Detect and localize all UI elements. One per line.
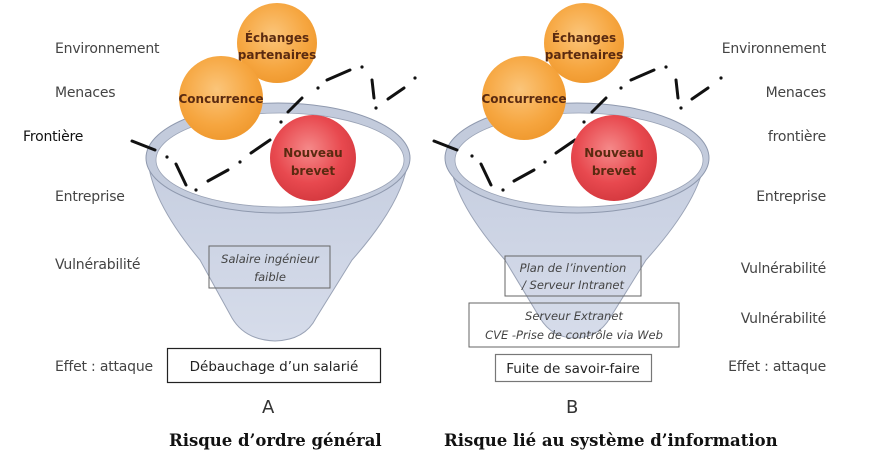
- label-menaces-b: Menaces: [765, 85, 827, 101]
- effect-box-a: Débauchage d’un salarié: [166, 347, 382, 384]
- circle-concurrence-b: Concurrence: [481, 56, 567, 140]
- circle-nouveau-brevet-a: Nouveau brevet: [270, 115, 356, 201]
- circle-concurrence-a-label: Concurrence: [178, 92, 263, 106]
- vulnerability-box-a-line1: Salaire ingénieur: [221, 252, 320, 266]
- circle-echanges-a-line1: Échanges: [245, 30, 309, 45]
- effect-box-b-text: Fuite de savoir-faire: [506, 361, 640, 377]
- label-entreprise-b: Entreprise: [756, 189, 826, 205]
- circle-brevet-a-line2: brevet: [291, 164, 336, 178]
- circle-echanges-b-line2: partenaires: [545, 48, 623, 62]
- circle-brevet-a-line1: Nouveau: [283, 146, 342, 160]
- circle-concurrence-a: Concurrence: [178, 56, 264, 140]
- circle-echanges-b: Échanges partenaires: [544, 3, 624, 83]
- circle-brevet-b-line2: brevet: [592, 164, 637, 178]
- boundary-line-b: [432, 65, 723, 192]
- vulnerability-box-b2-line2: CVE -Prise de contrôle via Web: [485, 328, 663, 342]
- vulnerability-box-b1: Plan de l’invention / Serveur Intranet: [504, 255, 642, 297]
- caption-a: Risque d’ordre général: [169, 431, 382, 450]
- circle-echanges-a: Échanges partenaires: [237, 3, 317, 83]
- caption-b: Risque lié au système d’information: [444, 431, 778, 450]
- label-vulnerabilite-b2: Vulnérabilité: [740, 311, 826, 327]
- vulnerability-box-b1-line1: Plan de l’invention: [520, 261, 627, 275]
- panel-letter-b: B: [566, 397, 579, 418]
- vulnerability-box-b2: Serveur Extranet CVE -Prise de contrôle …: [468, 302, 680, 348]
- label-vulnerabilite-a: Vulnérabilité: [55, 257, 141, 273]
- circle-echanges-a-line2: partenaires: [238, 48, 316, 62]
- label-vulnerabilite-b1: Vulnérabilité: [740, 261, 826, 277]
- effect-box-a-text: Débauchage d’un salarié: [190, 359, 359, 375]
- label-environnement-a: Environnement: [55, 41, 160, 57]
- label-effet-b: Effet : attaque: [728, 359, 826, 375]
- label-effet-a: Effet : attaque: [55, 359, 153, 375]
- vulnerability-box-b1-line2: / Serveur Intranet: [521, 278, 625, 292]
- boundary-line-a: [130, 65, 417, 192]
- panel-letter-a: A: [262, 397, 275, 418]
- label-environnement-b: Environnement: [721, 41, 826, 57]
- label-frontiere-a: Frontière: [23, 129, 84, 145]
- vulnerability-box-b2-line1: Serveur Extranet: [525, 309, 623, 323]
- effect-box-b: Fuite de savoir-faire: [494, 353, 653, 383]
- circle-echanges-b-line1: Échanges: [552, 30, 616, 45]
- vulnerability-box-a-line2: faible: [254, 270, 286, 284]
- circle-brevet-b-line1: Nouveau: [584, 146, 643, 160]
- circle-nouveau-brevet-b: Nouveau brevet: [571, 115, 657, 201]
- circle-concurrence-b-label: Concurrence: [481, 92, 566, 106]
- label-frontiere-b: frontière: [767, 129, 826, 145]
- label-menaces-a: Menaces: [55, 85, 116, 101]
- label-entreprise-a: Entreprise: [55, 189, 125, 205]
- vulnerability-box-a: Salaire ingénieur faible: [208, 245, 331, 289]
